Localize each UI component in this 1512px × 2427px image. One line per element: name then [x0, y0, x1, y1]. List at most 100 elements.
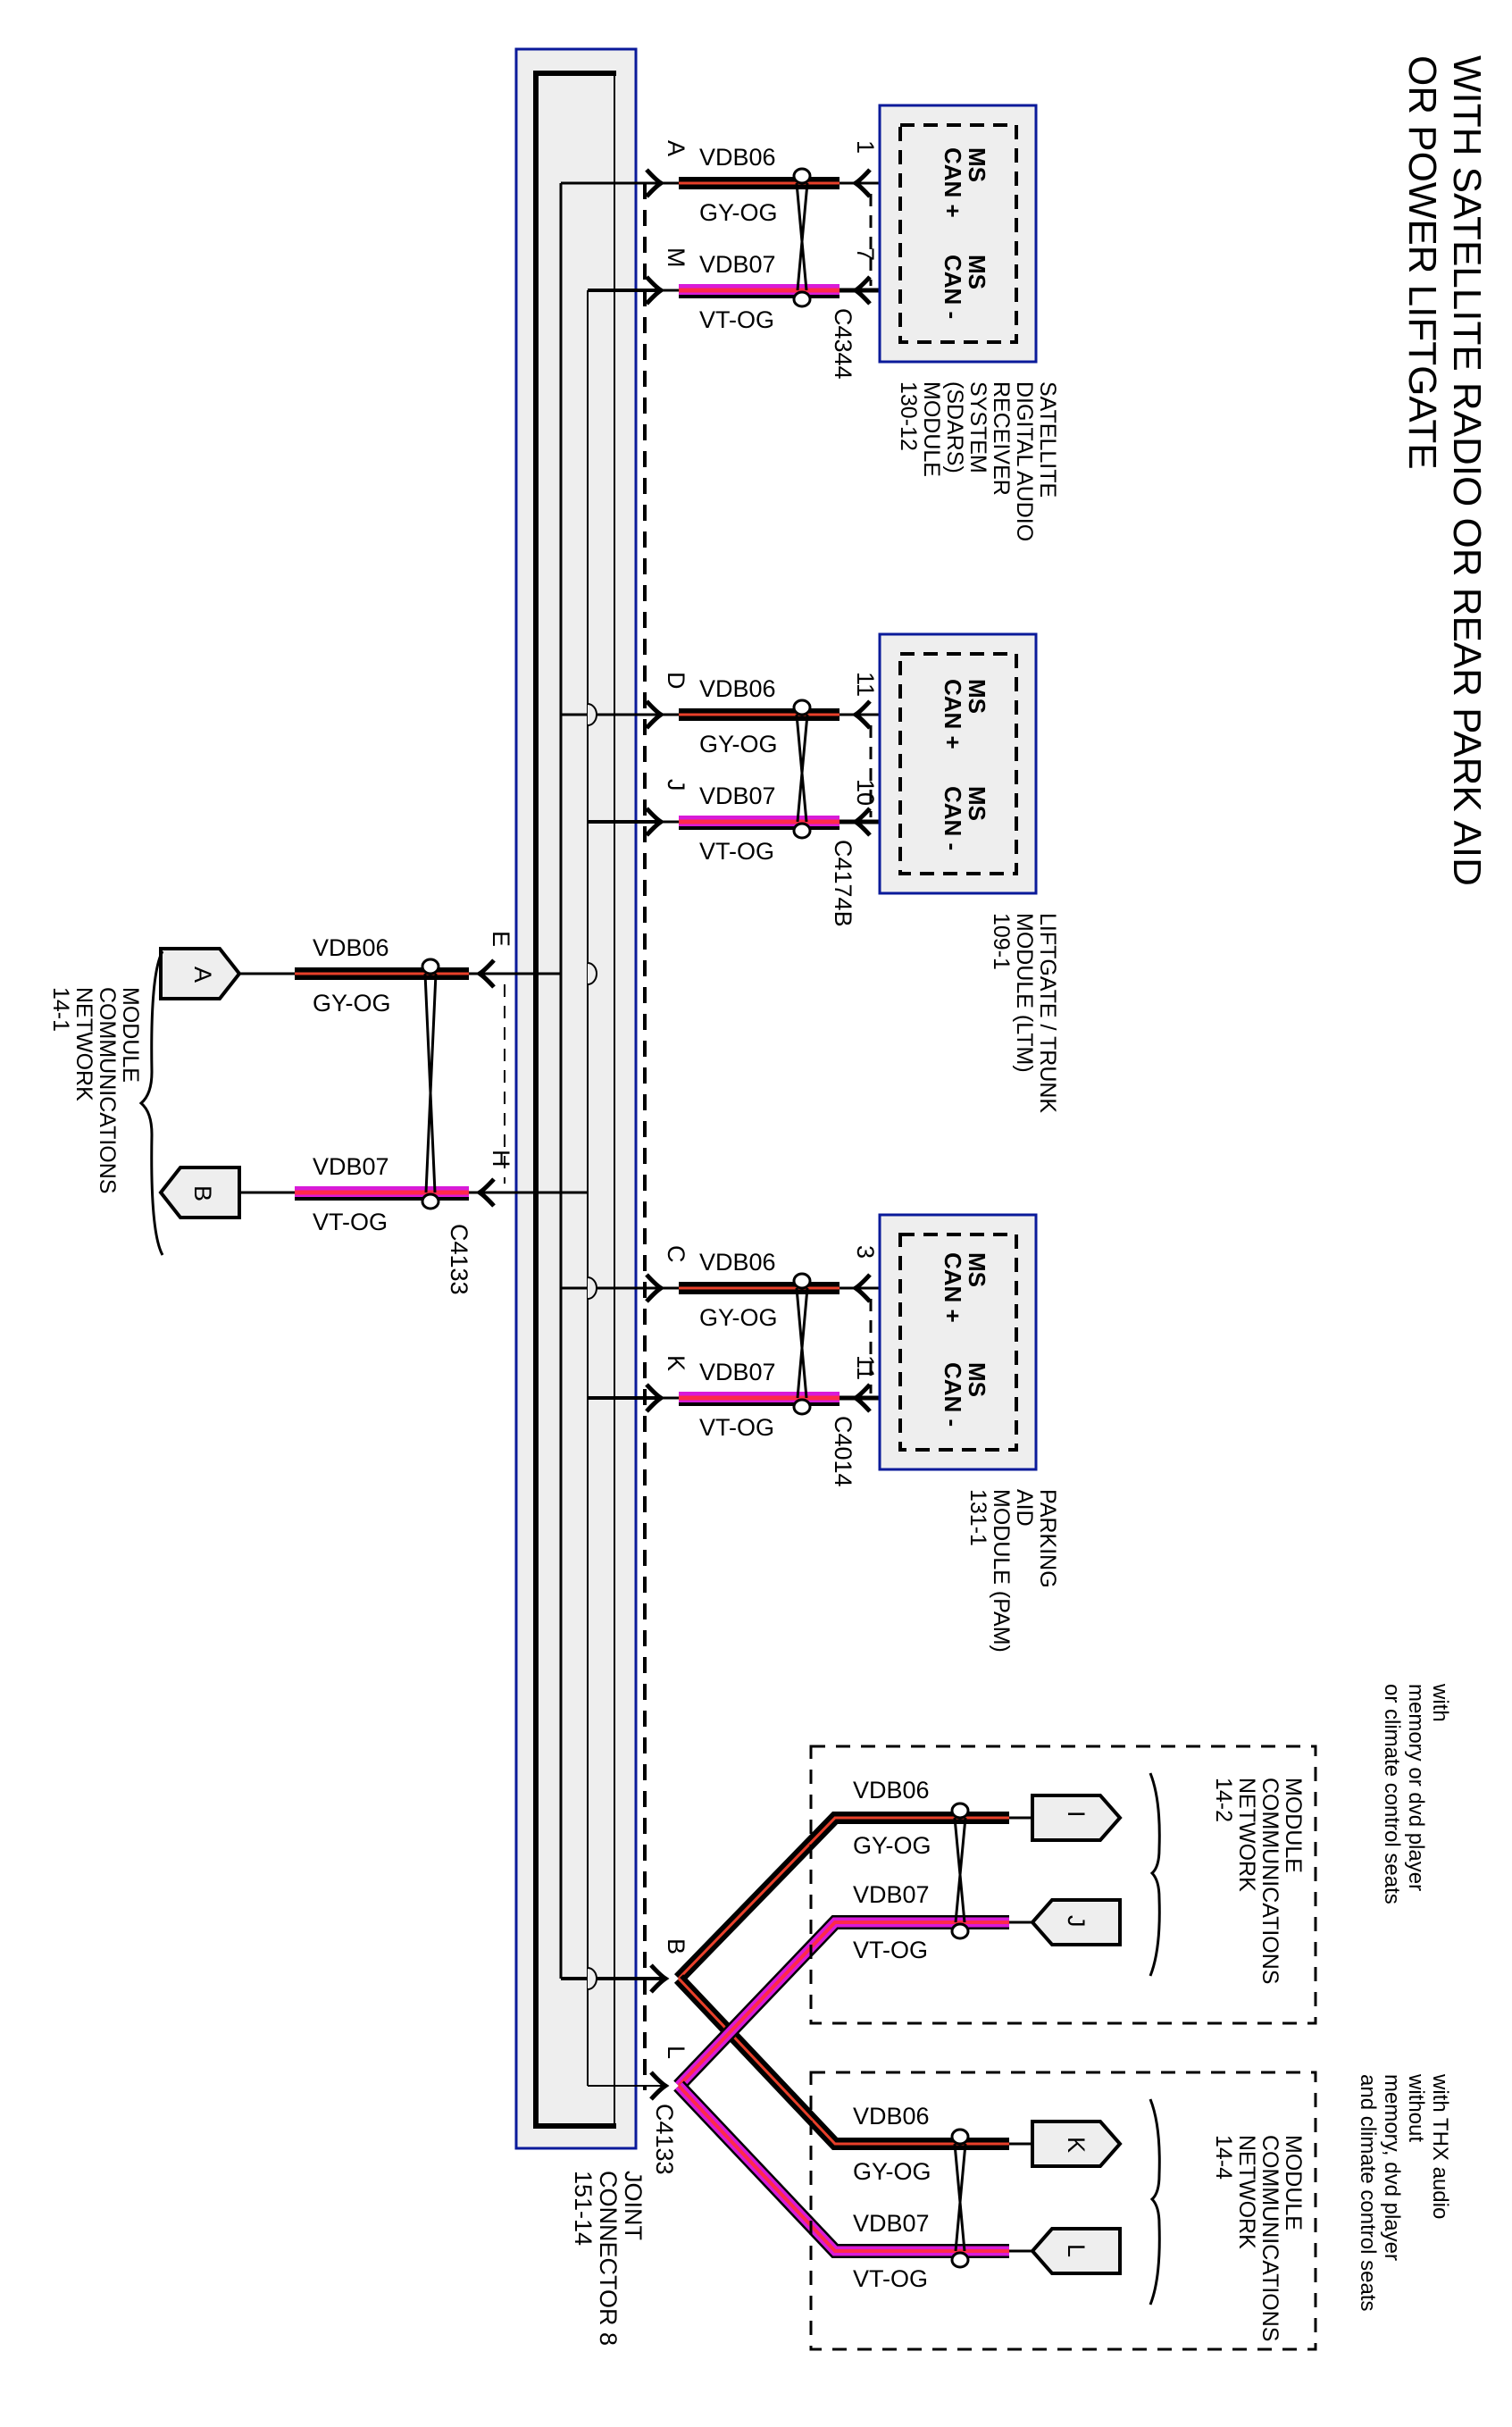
- flag-shape[interactable]: [159, 947, 242, 1000]
- connector-pin-arrow: [649, 2071, 670, 2101]
- module-pin-arrow: [851, 275, 872, 305]
- module-pin-arrow: [851, 1273, 872, 1303]
- joint-pin-label: K: [663, 1355, 689, 1371]
- signal-label-can: CAN +: [940, 147, 966, 218]
- flag-shape[interactable]: [158, 1166, 241, 1219]
- joint-pin-label: L: [663, 2046, 689, 2059]
- module-pin-arrow: [851, 168, 872, 198]
- page-ref-flag-i[interactable]: I: [1031, 1794, 1123, 1842]
- circuit-number: VDB07: [699, 1359, 776, 1385]
- module-name-line: 109-1: [989, 913, 1014, 970]
- circuit-number: VDB06: [699, 144, 776, 171]
- flag-letter: B: [189, 1185, 216, 1201]
- twisted-pair-icon: [950, 2128, 970, 2269]
- module-pin-label: 1: [852, 140, 879, 154]
- joint-pin-label: J: [663, 779, 689, 791]
- wire-outer: [675, 2082, 1009, 2256]
- module-box[interactable]: [878, 1213, 1038, 1471]
- module-name-line: MODULE (LTM): [1012, 913, 1037, 1073]
- flag-shape[interactable]: [1031, 1794, 1123, 1842]
- wire-vdb06-to-i[interactable]: [673, 1812, 1009, 1983]
- option-branches: BLC4133VDB06GY-OGIVDB07VT-OGJMODULECOMMU…: [561, 1683, 1452, 2351]
- wire-vdb07[interactable]: [679, 1392, 840, 1406]
- wire-stripe: [677, 2084, 1009, 2253]
- network-label-line: NETWORK: [71, 987, 96, 1101]
- joint-pin-label: E: [488, 931, 514, 947]
- network-label-line: COMMUNICATIONS: [95, 987, 120, 1193]
- twist-loop-bottom: [421, 1193, 440, 1210]
- wire-vdb07-to-j[interactable]: [673, 1915, 1009, 2091]
- circuit-number: VDB07: [699, 782, 776, 809]
- title-line-2: OR POWER LIFTGATE: [1400, 55, 1444, 470]
- option-block-opt-142: VDB06GY-OGIVDB07VT-OGJMODULECOMMUNICATIO…: [809, 1683, 1452, 2025]
- wire-color-code: GY-OG: [699, 199, 778, 226]
- twisted-pair-icon: [950, 1802, 970, 1940]
- connector-id: C4133: [446, 1224, 472, 1295]
- signal-label-ms: MS: [964, 255, 990, 289]
- network-label-line: 14-1: [48, 987, 73, 1032]
- option-block-opt-144: VDB06GY-OGKVDB07VT-OGLMODULECOMMUNICATIO…: [809, 2071, 1452, 2351]
- module-name-line: LIFTGATE / TRUNK: [1035, 913, 1060, 1113]
- module-box[interactable]: [878, 104, 1038, 364]
- flag-letter: I: [1063, 1811, 1090, 1818]
- module-internal-dashed-box: [898, 123, 1018, 344]
- network-label-line: NETWORK: [1234, 1778, 1259, 1892]
- module-name-line: 130-12: [896, 381, 921, 451]
- module-name-line: 131-1: [965, 1489, 990, 1546]
- wire-color-code: VT-OG: [313, 1209, 388, 1235]
- wire-vdb07-to-l[interactable]: [673, 2080, 1009, 2258]
- twist-loop-bottom: [950, 2251, 970, 2269]
- flag-shape[interactable]: [1030, 2227, 1122, 2275]
- circuit-number: VDB07: [313, 1153, 389, 1180]
- joint-pin-label: C: [663, 1245, 689, 1263]
- wire-vdb07[interactable]: [295, 1186, 469, 1201]
- flag-letter: K: [1063, 2137, 1090, 2153]
- condition-note-line: without: [1404, 2073, 1428, 2142]
- condition-note-line: memory, dvd player: [1380, 2074, 1404, 2261]
- wire-color-code: GY-OG: [699, 1304, 778, 1331]
- wire-vdb07[interactable]: [679, 284, 840, 298]
- brace-icon: [138, 950, 164, 1256]
- signal-label-ms: MS: [964, 1252, 990, 1287]
- joint-connector-label-2: CONNECTOR 8: [595, 2171, 622, 2346]
- twist-loop-top: [792, 1272, 812, 1290]
- page-ref-flag-k[interactable]: K: [1031, 2120, 1123, 2168]
- condition-note-line: and climate control seats: [1356, 2074, 1380, 2311]
- page-ref-flag-b[interactable]: B: [158, 1166, 241, 1219]
- joint-connector[interactable]: [514, 47, 638, 2150]
- wire-outer: [673, 1974, 1009, 2150]
- page-ref-flag-j[interactable]: J: [1030, 1898, 1122, 1946]
- joint-pin-label: A: [663, 140, 689, 156]
- module-box[interactable]: [878, 632, 1038, 895]
- module-name-line: AID: [1012, 1489, 1037, 1527]
- page-ref-flag-l[interactable]: L: [1030, 2227, 1122, 2275]
- wire-vdb06-to-k[interactable]: [673, 1974, 1009, 2150]
- wire-vdb07[interactable]: [679, 816, 840, 830]
- signal-label-can: CAN +: [940, 1252, 966, 1323]
- module-name-line: PARKING: [1035, 1489, 1060, 1588]
- twist-loop-top: [950, 2128, 970, 2146]
- page-ref-flag-a[interactable]: A: [159, 947, 242, 1000]
- module-pin-arrow: [851, 699, 872, 730]
- title-line-1: WITH SATELLITE RADIO OR REAR PARK AID: [1445, 55, 1489, 886]
- condition-note-line: with THX audio: [1428, 2073, 1452, 2219]
- wire-color-code: VT-OG: [853, 1937, 928, 1963]
- network-label-line: MODULE: [1281, 2135, 1306, 2230]
- flag-shape[interactable]: [1031, 2120, 1123, 2168]
- network-label-line: COMMUNICATIONS: [1257, 1778, 1282, 1984]
- connector-pin-arrow: [645, 1383, 665, 1413]
- twist-lines: [795, 714, 809, 823]
- connector-pin-arrow: [645, 275, 665, 305]
- wire-outer: [675, 1917, 1009, 2089]
- module-pin-arrow: [851, 1383, 872, 1413]
- twist-loop-top: [950, 1802, 970, 1820]
- flag-shape[interactable]: [1030, 1898, 1122, 1946]
- network-label-line: COMMUNICATIONS: [1257, 2135, 1282, 2341]
- module-pin-arrow: [851, 807, 872, 837]
